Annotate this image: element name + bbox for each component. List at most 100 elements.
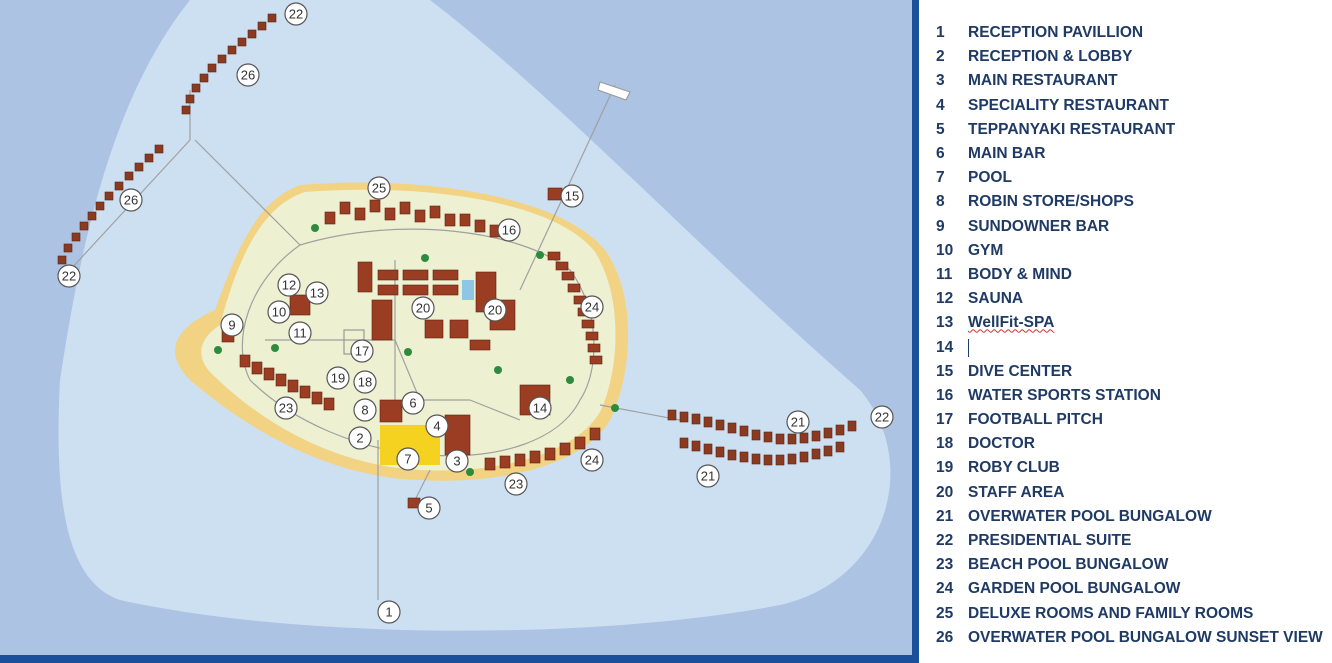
legend-number: 24 [936, 580, 954, 598]
svg-text:22: 22 [875, 410, 889, 425]
map-marker: 13 [305, 281, 329, 305]
map-marker: 22 [57, 264, 81, 288]
legend-number: 20 [936, 483, 954, 501]
legend-label: DELUXE ROOMS AND FAMILY ROOMS [968, 604, 1254, 622]
legend-label: STAFF AREA [968, 483, 1065, 501]
legend-label: ROBY CLUB [968, 459, 1060, 477]
svg-text:21: 21 [791, 415, 805, 430]
map-marker: 6 [401, 391, 425, 415]
legend-number: 14 [936, 338, 954, 356]
legend-label: RECEPTION PAVILLION [968, 24, 1144, 42]
legend-label: FOOTBALL PITCH [968, 411, 1103, 429]
legend-number: 10 [936, 241, 954, 259]
map-marker: 22 [284, 2, 308, 26]
legend-label: MAIN BAR [968, 145, 1046, 163]
legend-label: TEPPANYAKI RESTAURANT [968, 120, 1176, 138]
legend-number: 18 [936, 435, 954, 453]
pool-small [462, 280, 474, 300]
legend-number: 9 [936, 217, 945, 235]
map-marker: 20 [411, 296, 435, 320]
map-marker: 21 [696, 464, 720, 488]
svg-text:1: 1 [385, 605, 392, 620]
svg-text:22: 22 [289, 7, 303, 22]
map-marker: 5 [417, 496, 441, 520]
svg-text:4: 4 [433, 419, 440, 434]
legend-number: 19 [936, 459, 954, 477]
svg-text:11: 11 [293, 326, 307, 341]
legend-label: RECEPTION & LOBBY [968, 48, 1133, 66]
legend-item: 5 TEPPANYAKI RESTAURANT [936, 118, 1328, 142]
map-marker: 19 [326, 366, 350, 390]
legend-number: 21 [936, 507, 954, 525]
legend-label: MAIN RESTAURANT [968, 72, 1118, 90]
svg-text:26: 26 [241, 68, 255, 83]
legend-label: SPECIALITY RESTAURANT [968, 96, 1169, 114]
svg-text:19: 19 [331, 371, 345, 386]
map-marker: 21 [786, 410, 810, 434]
legend-label: GARDEN POOL BUNGALOW [968, 580, 1181, 598]
legend-item: 11 BODY & MIND [936, 263, 1328, 287]
legend-label: WATER SPORTS STATION [968, 386, 1161, 404]
legend-label: BEACH POOL BUNGALOW [968, 556, 1169, 574]
map-marker: 11 [288, 321, 312, 345]
legend-number: 7 [936, 169, 945, 187]
map-marker: 12 [277, 273, 301, 297]
svg-text:9: 9 [228, 318, 235, 333]
map-marker: 2 [348, 426, 372, 450]
map-markers: 1 2 3 4 5 6 7 8 9 10 11 12 13 14 15 16 1… [57, 2, 894, 624]
legend-number: 8 [936, 193, 945, 211]
svg-text:15: 15 [565, 189, 579, 204]
svg-text:25: 25 [372, 181, 386, 196]
legend-label: WellFit-SPA [968, 314, 1055, 332]
overwater-jetty-26-west [57, 144, 164, 265]
svg-text:17: 17 [355, 344, 369, 359]
map-marker: 22 [870, 405, 894, 429]
map-marker: 8 [353, 398, 377, 422]
resort-map: 1 2 3 4 5 6 7 8 9 10 11 12 13 14 15 16 1… [0, 0, 916, 663]
villas-24-east [547, 251, 603, 365]
svg-text:3: 3 [453, 454, 460, 469]
overwater-jetty-21-east [667, 409, 857, 466]
legend-number: 15 [936, 362, 954, 380]
villas-25-north [324, 199, 501, 238]
legend-label: POOL [968, 169, 1012, 187]
panel-divider [912, 0, 919, 663]
dive-jetty-end [597, 81, 631, 101]
legend-label: BODY & MIND [968, 265, 1072, 283]
map-marker: 10 [267, 300, 291, 324]
palms [214, 224, 619, 476]
legend-number: 5 [936, 120, 945, 138]
svg-text:18: 18 [358, 375, 372, 390]
legend-number: 25 [936, 604, 954, 622]
legend-item: 20 STAFF AREA [936, 481, 1328, 505]
legend-item: 7 POOL [936, 166, 1328, 190]
legend-number: 11 [936, 265, 953, 283]
text-cursor [968, 338, 969, 357]
svg-text:20: 20 [416, 301, 430, 316]
map-marker: 17 [350, 339, 374, 363]
svg-text:23: 23 [279, 401, 293, 416]
legend-number: 16 [936, 386, 954, 404]
legend-item: 16 WATER SPORTS STATION [936, 384, 1328, 408]
svg-text:12: 12 [282, 278, 296, 293]
legend-item: 25 DELUXE ROOMS AND FAMILY ROOMS [936, 602, 1328, 626]
map-marker: 24 [580, 448, 604, 472]
map-marker: 18 [353, 370, 377, 394]
map-marker: 23 [274, 396, 298, 420]
overwater-jetty-26-north [181, 13, 277, 115]
svg-text:23: 23 [509, 477, 523, 492]
legend-label: ROBIN STORE/SHOPS [968, 193, 1134, 211]
legend-item: 19 ROBY CLUB [936, 456, 1328, 480]
svg-text:26: 26 [124, 193, 138, 208]
